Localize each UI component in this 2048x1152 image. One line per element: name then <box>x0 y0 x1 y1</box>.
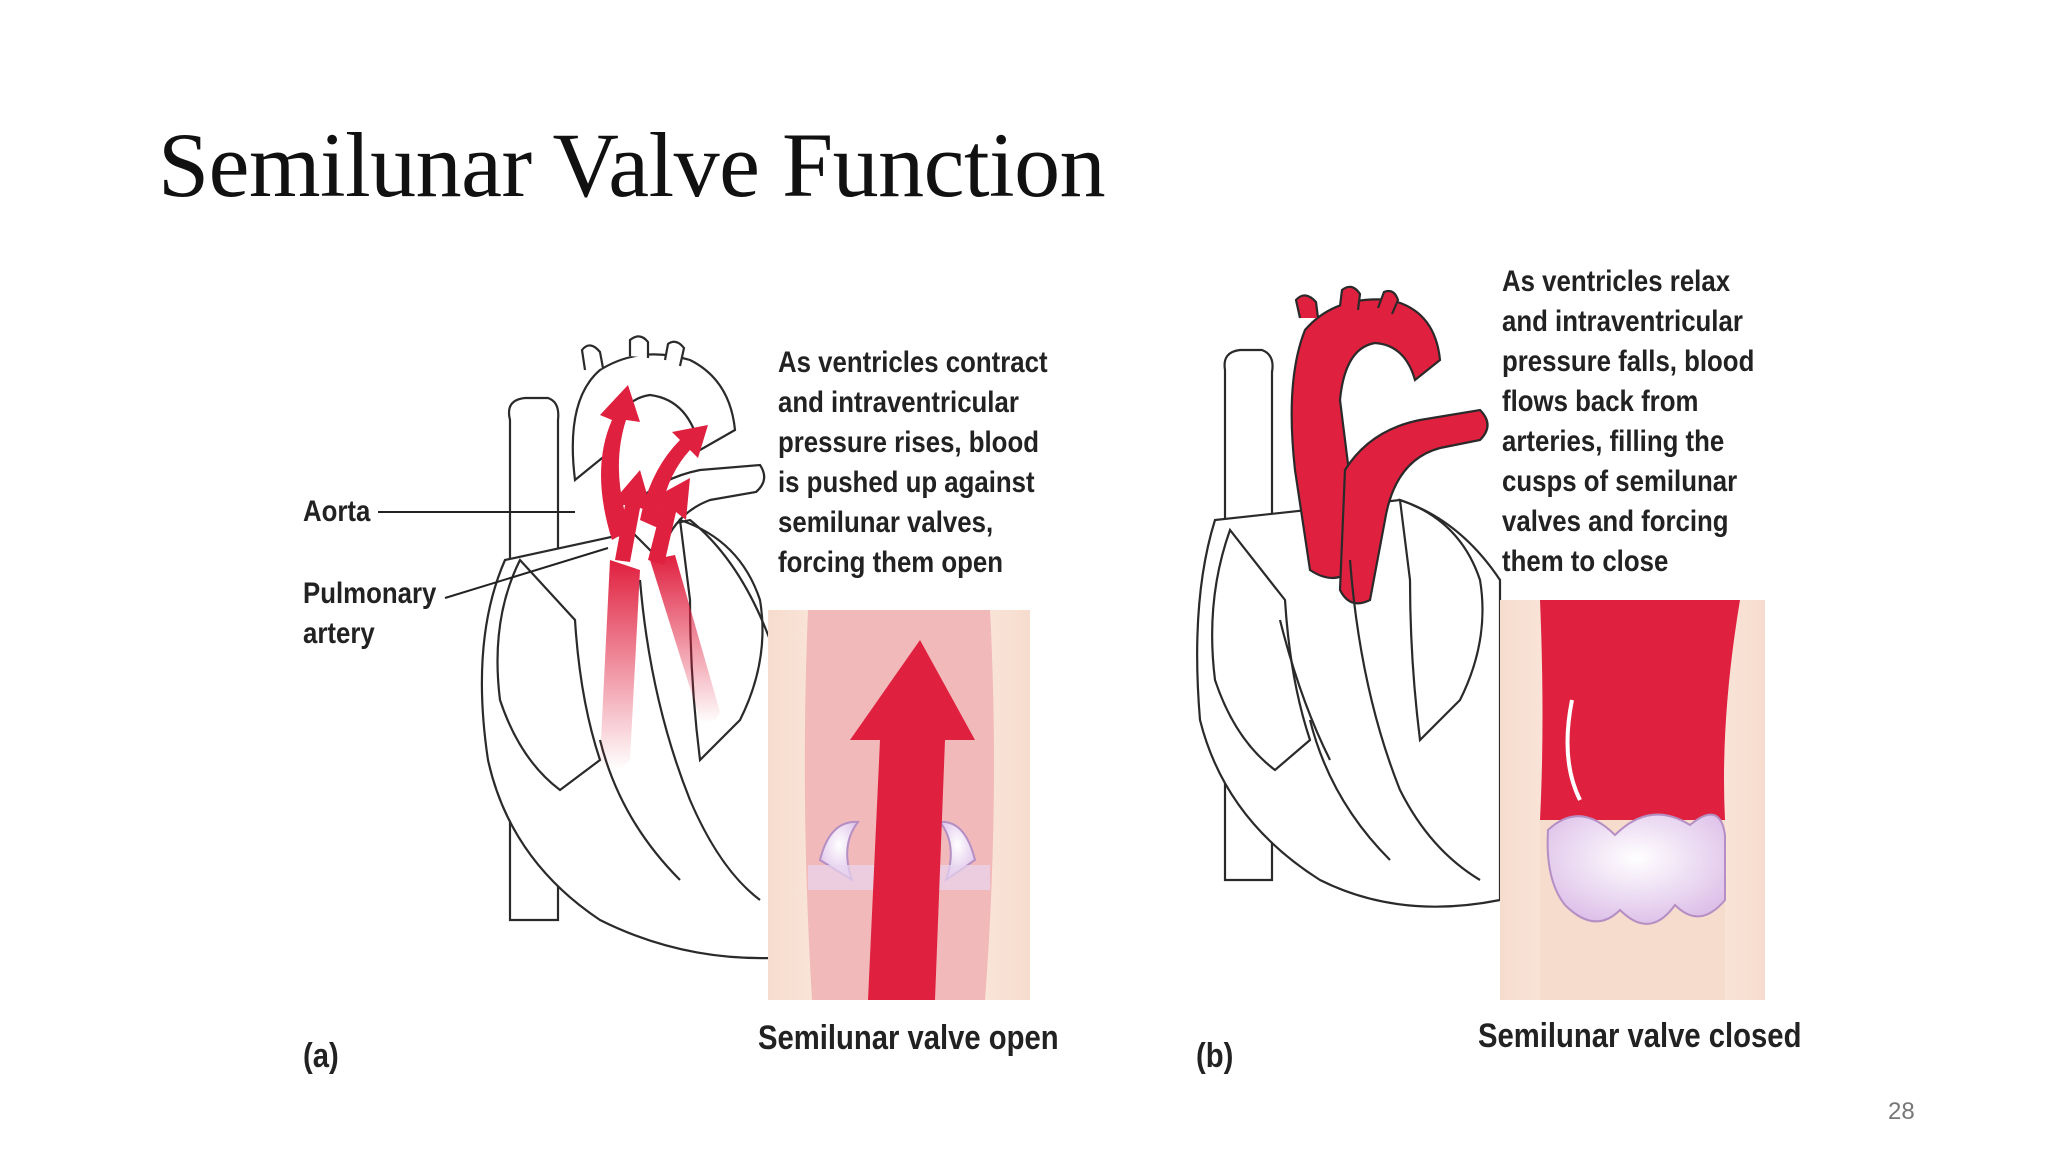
panel-a-description: As ventricles contract and intraventricu… <box>778 346 1048 579</box>
panel-b-tag: (b) <box>1196 1037 1234 1075</box>
valve-open-inset <box>768 610 1030 1000</box>
panel-a-caption: Semilunar valve open <box>758 1019 1059 1057</box>
valve-closed-inset <box>1500 600 1765 1000</box>
page-number: 28 <box>1888 1098 1915 1125</box>
heart-a-drawing <box>480 335 772 960</box>
label-pulmonary-artery: Pulmonary artery <box>303 577 437 650</box>
panel-b-caption: Semilunar valve closed <box>1478 1017 1802 1055</box>
label-aorta: Aorta <box>303 495 371 528</box>
heart-b-drawing <box>1196 285 1502 908</box>
pulmonary-leader-line <box>444 547 609 599</box>
panel-b-description: As ventricles relax and intraventricular… <box>1502 265 1755 578</box>
panel-a-tag: (a) <box>303 1037 339 1075</box>
slide-title: Semilunar Valve Function <box>158 114 1106 216</box>
